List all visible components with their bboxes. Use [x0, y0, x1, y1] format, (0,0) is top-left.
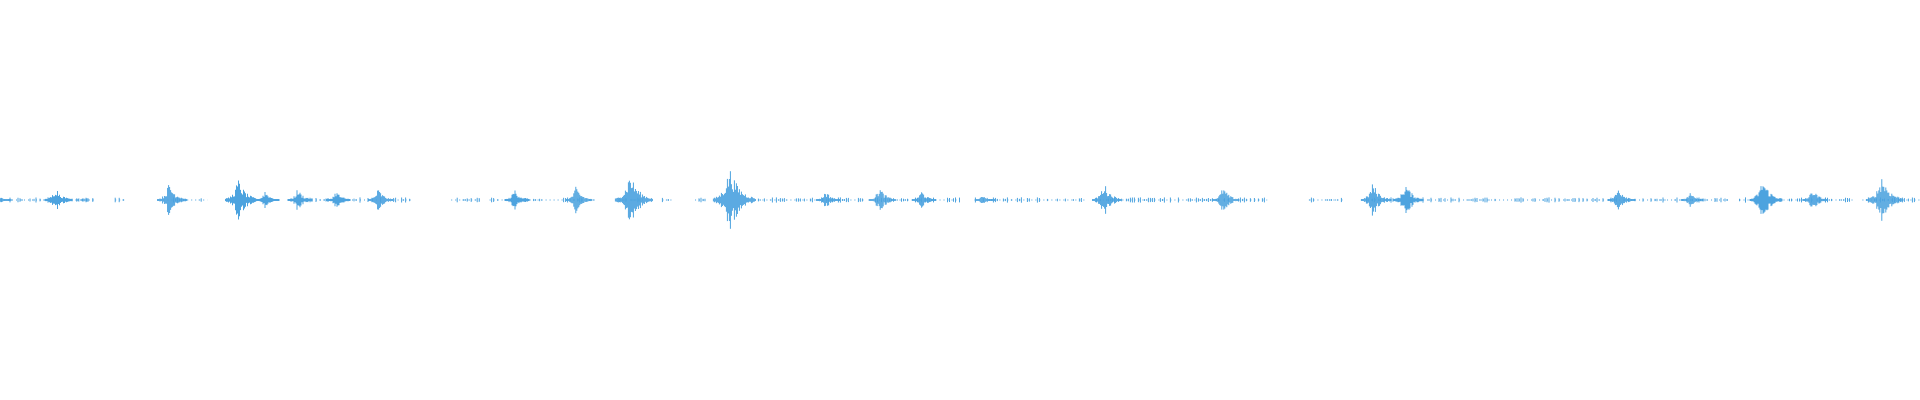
waveform-burst	[1212, 190, 1240, 210]
waveform-burst	[255, 192, 280, 208]
waveform-burst	[912, 192, 937, 208]
waveform-burst	[565, 186, 593, 214]
waveform-burst	[712, 171, 756, 229]
waveform-bursts	[0, 171, 1904, 229]
waveform-burst	[1867, 179, 1904, 221]
waveform-burst	[974, 197, 996, 203]
waveform-burst	[0, 197, 12, 203]
waveform-burst	[504, 190, 530, 210]
waveform-burst	[1680, 193, 1703, 207]
waveform-burst	[1092, 186, 1123, 214]
waveform-burst	[368, 190, 394, 210]
waveform-burst	[1360, 184, 1391, 216]
waveform-burst	[225, 180, 258, 220]
waveform-burst	[1607, 190, 1635, 210]
waveform-burst	[287, 190, 313, 210]
waveform-burst	[816, 193, 841, 207]
waveform-burst	[868, 190, 896, 210]
waveform-burst	[1393, 187, 1424, 213]
waveform-burst	[1749, 186, 1783, 214]
waveform-burst	[1802, 193, 1828, 207]
waveform-burst	[614, 180, 653, 220]
waveform-burst	[45, 191, 72, 209]
waveform-burst	[157, 185, 188, 215]
waveform-burst	[326, 193, 351, 207]
